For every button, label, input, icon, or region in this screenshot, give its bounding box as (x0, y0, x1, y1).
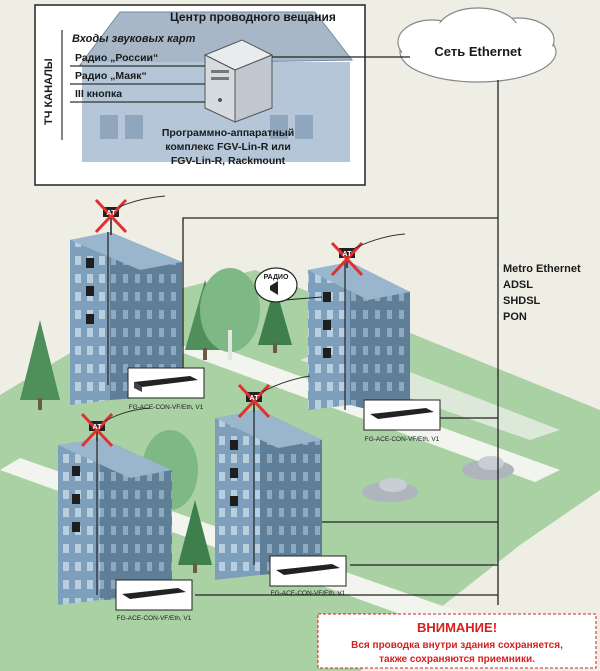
tech-1: ADSL (503, 279, 533, 291)
tree-pine-4 (178, 500, 212, 573)
complex-line-1: комплекс FGV-Lin-R или (165, 141, 291, 153)
warning-line-0: Вся проводка внутри здания сохраняется, (351, 640, 563, 651)
building-2 (308, 262, 410, 420)
speakers (72, 258, 331, 532)
radio-label: РАДИО (264, 274, 289, 281)
complex-line-2: FGV-Lin-R, Rackmount (171, 155, 286, 167)
tech-0: Metro Ethernet (503, 263, 581, 275)
antenna-label-4: АТ (250, 395, 260, 402)
tech-2: SHDSL (503, 295, 541, 307)
device-box-3 (115, 579, 193, 611)
tree-pine-3 (258, 285, 292, 353)
antenna-3 (80, 407, 151, 448)
radio-receiver-icon (254, 267, 323, 303)
device-box-4 (269, 555, 347, 587)
tree-birch-1 (200, 268, 260, 360)
input-label-2: III кнопка (75, 88, 122, 100)
cloud-label: Сеть Ethernet (434, 44, 522, 59)
center-title: Центр проводного вещания (170, 10, 336, 24)
antenna-2 (330, 233, 406, 277)
broadcast-center (34, 4, 366, 186)
antenna-label-2: АТ (343, 251, 353, 258)
tree-pine-1 (20, 320, 60, 410)
device-label-4: FG-ACE-CON-VF/Eth, V1 (271, 590, 346, 597)
car-1 (362, 478, 418, 502)
inputs-title: Входы звуковых карт (72, 33, 196, 45)
ethernet-cloud-icon (397, 7, 557, 83)
building-4 (215, 410, 322, 580)
device-label-3: FG-ACE-CON-VF/Eth, V1 (117, 615, 192, 622)
antenna-4 (237, 375, 311, 419)
antenna-label-1: АТ (107, 210, 117, 217)
device-box-2 (363, 399, 441, 431)
network-links (182, 56, 499, 605)
device-label-1: FG-ACE-CON-VF/Eth, V1 (129, 404, 204, 411)
warning-line-1: также сохраняются приемники. (379, 654, 535, 665)
building-3 (58, 438, 172, 605)
antenna-label-3: АТ (93, 424, 103, 431)
risers (96, 232, 346, 595)
warning-title: ВНИМАНИЕ! (417, 620, 497, 635)
complex-line-0: Программно-аппаратный (162, 127, 294, 139)
device-label-2: FG-ACE-CON-VF/Eth, V1 (365, 436, 440, 443)
antenna-1 (94, 195, 166, 235)
input-label-0: Радио „России“ (75, 52, 158, 64)
device-box-1 (127, 367, 205, 399)
input-label-1: Радио „Маяк“ (75, 70, 147, 82)
warning-box (317, 613, 597, 669)
server-icon (203, 39, 274, 123)
tech-3: PON (503, 311, 527, 323)
tch-channels-label: ТЧ КАНАЛЫ (43, 58, 55, 125)
